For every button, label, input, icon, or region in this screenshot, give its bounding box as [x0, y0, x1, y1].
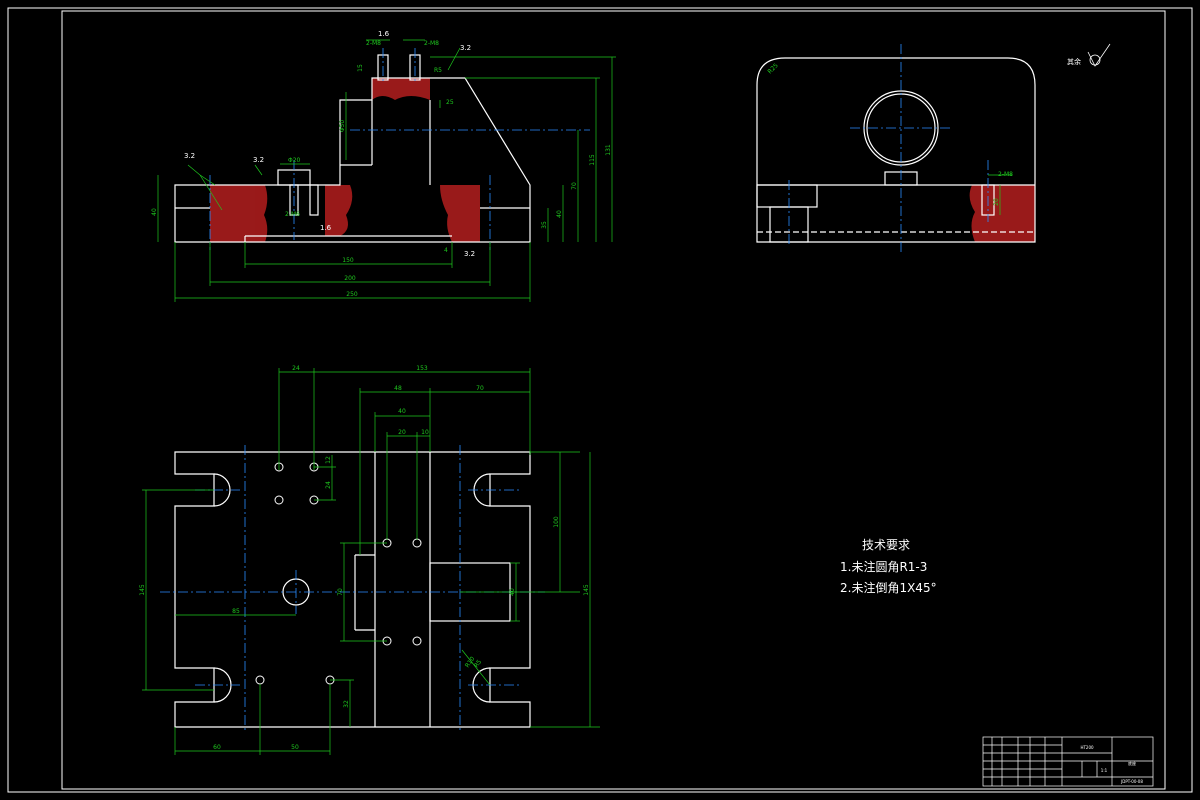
title-block-material: HT200	[1080, 745, 1094, 750]
dim-10-top: 10	[421, 429, 429, 436]
dim-24-b: 24	[325, 481, 332, 489]
dim-r5-top: R5	[473, 658, 483, 669]
tech-line-2: 2.未注倒角1X45°	[840, 580, 937, 595]
title-block-scale: 1:1	[1101, 768, 1108, 773]
top-dim-lines	[142, 368, 600, 755]
dim-60: 60	[213, 744, 221, 751]
technical-requirements: 技术要求 1.未注圆角R1-3 2.未注倒角1X45°	[840, 538, 937, 595]
roughness-1-6-a: 1.6	[378, 30, 390, 38]
top-centerlines	[160, 445, 545, 732]
dim-35: 35	[541, 221, 548, 229]
front-centerlines	[209, 48, 590, 250]
dim-4: 4	[444, 247, 448, 254]
dim-85: 85	[232, 608, 240, 615]
dim-m8-side: 2-M8	[998, 171, 1013, 178]
front-dim-lines	[157, 39, 616, 302]
dim-20-top: 20	[398, 429, 406, 436]
dim-70-vertical: 70	[337, 588, 344, 596]
dim-153: 153	[416, 365, 428, 372]
dim-m8-b: 2-M8	[424, 40, 439, 47]
dim-m6: 2-M6	[285, 211, 300, 218]
dim-145-left: 145	[139, 584, 146, 596]
dim-50: 50	[291, 744, 299, 751]
section-hatch	[210, 78, 480, 242]
roughness-3-2-c: 3.2	[460, 44, 471, 52]
title-block-drawing-number: JDPT-00-08	[1120, 779, 1143, 784]
dim-70: 70	[571, 182, 578, 190]
title-block-part-name: 底座	[1128, 760, 1136, 766]
roughness-3-2-b: 3.2	[253, 156, 264, 164]
dim-32: 32	[343, 700, 350, 708]
drawing-frame	[7, 7, 1193, 793]
dim-40-right: 40	[556, 210, 563, 218]
front-dim-text: 150 200 250 40 35 40 70 115 131 Φ50 25 Φ…	[151, 30, 612, 298]
side-centerlines	[788, 44, 989, 252]
dim-115: 115	[589, 154, 596, 166]
dim-70-top: 70	[476, 385, 484, 392]
front-view: 150 200 250 40 35 40 70 115 131 Φ50 25 Φ…	[151, 30, 616, 302]
dim-40-left: 40	[151, 208, 158, 216]
dim-25: 25	[446, 99, 454, 106]
dim-r25-side: R25	[766, 62, 779, 75]
dim-40-top: 40	[398, 408, 406, 415]
side-dim-lines	[988, 174, 1012, 215]
default-roughness-symbol: 其余	[1067, 43, 1111, 67]
tech-title: 技术要求	[862, 538, 910, 552]
roughness-1-6-b: 1.6	[320, 224, 332, 232]
dim-phi50: Φ50	[339, 120, 346, 133]
top-outline	[174, 451, 531, 728]
dim-phi20: Φ20	[288, 157, 301, 164]
roughness-3-2-d: 3.2	[464, 250, 475, 258]
dim-48: 48	[394, 385, 402, 392]
roughness-3-2-a: 3.2	[184, 152, 195, 160]
dim-24-a: 24	[292, 365, 300, 372]
tech-line-1: 1.未注圆角R1-3	[840, 559, 927, 574]
dim-20-side: 20	[993, 198, 1000, 206]
dim-r5: R5	[434, 67, 442, 74]
top-view: 24 153 48 70 40 20 10 12 24 100 145 145 …	[139, 365, 600, 755]
dim-145-right: 145	[583, 584, 590, 596]
dim-100: 100	[553, 516, 560, 528]
default-roughness-note: 其余	[1067, 57, 1081, 66]
dim-40-vertical: 40	[509, 588, 516, 596]
title-block: HT200 1:1 底座 JDPT-00-08	[982, 736, 1154, 787]
dim-250: 250	[346, 291, 358, 298]
top-holes	[255, 462, 422, 685]
dim-15: 15	[357, 64, 364, 72]
dim-131: 131	[605, 144, 612, 156]
dim-12: 12	[325, 456, 332, 464]
side-hatch	[969, 185, 1035, 242]
dim-200: 200	[344, 275, 356, 282]
top-dim-text: 24 153 48 70 40 20 10 12 24 100 145 145 …	[139, 365, 590, 751]
dim-m8-a: 2-M8	[366, 40, 381, 47]
front-outline	[174, 54, 531, 243]
dim-150: 150	[342, 257, 354, 264]
side-view: R25 2-M8 20 其余	[756, 43, 1111, 252]
